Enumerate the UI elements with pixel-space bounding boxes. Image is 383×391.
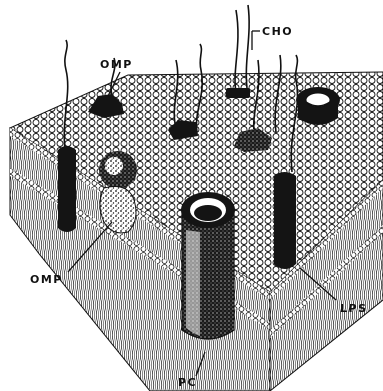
label-omp-bottom: OMP [30,273,63,286]
label-cho: CHO [262,25,293,38]
pore-complex [181,192,235,339]
label-lps: LPS [340,302,368,315]
lps-column [274,172,296,269]
label-pc: PC [178,376,197,389]
transmembrane-column [58,146,76,232]
pore-opening [194,205,222,221]
omp-surface-protein [226,88,250,98]
label-omp-top: OMP [100,58,133,71]
